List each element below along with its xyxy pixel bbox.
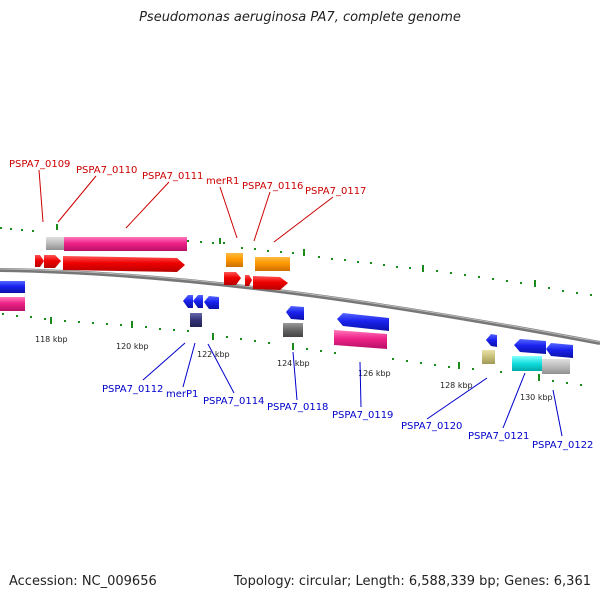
accession-label: Accession: NC_009656 [9, 574, 157, 589]
scale-label: 128 kbp [440, 381, 473, 390]
gene-box-darkgray[interactable] [283, 323, 303, 337]
bottom-leader-lines [142, 342, 563, 437]
gene-arrow-blue[interactable] [486, 334, 497, 347]
gene-label[interactable]: PSPA7_0116 [242, 181, 303, 192]
gene-arrow-blue[interactable] [204, 296, 219, 309]
gene-box-orange[interactable] [255, 257, 290, 271]
gene-label[interactable]: merR1 [206, 176, 239, 187]
gene-label[interactable]: PSPA7_0109 [9, 159, 70, 170]
gene-arrow-blue[interactable] [337, 313, 389, 331]
scale-label: 118 kbp [35, 335, 68, 344]
gene-label[interactable]: PSPA7_0118 [267, 402, 328, 413]
gene-arrow-blue[interactable] [0, 281, 25, 293]
gene-label[interactable]: merP1 [166, 389, 198, 400]
gene-box-pink[interactable] [64, 237, 187, 251]
gene-box-orange[interactable] [226, 253, 243, 267]
gene-label[interactable]: PSPA7_0121 [468, 431, 529, 442]
gene-arrow-red[interactable] [44, 255, 61, 268]
gene-box-pink[interactable] [0, 297, 25, 311]
gene-arrow-blue[interactable] [514, 339, 546, 354]
gene-box-khaki[interactable] [482, 350, 495, 364]
top-leader-lines [38, 169, 334, 243]
gene-arrow-red[interactable] [253, 276, 288, 290]
gene-label[interactable]: PSPA7_0117 [305, 186, 366, 197]
topology-label: Topology: circular; Length: 6,588,339 bp… [233, 574, 591, 589]
scale-label: 126 kbp [358, 369, 391, 378]
gene-arrow-red[interactable] [245, 275, 252, 286]
gene-arrow-red[interactable] [35, 255, 44, 267]
gene-label[interactable]: PSPA7_0111 [142, 171, 203, 182]
gene-arrow-red[interactable] [63, 256, 185, 272]
gene-box-pink[interactable] [334, 330, 387, 349]
page-title: Pseudomonas aeruginosa PA7, complete gen… [139, 10, 461, 25]
gene-arrow-blue[interactable] [286, 306, 304, 320]
gene-box-cyan[interactable] [512, 356, 542, 371]
gene-label[interactable]: PSPA7_0119 [332, 410, 393, 421]
gene-box-gray[interactable] [46, 237, 64, 250]
gene-label[interactable]: PSPA7_0110 [76, 165, 137, 176]
top-tick-track [0, 224, 592, 296]
scale-label: 130 kbp [520, 393, 553, 402]
gene-arrow-blue[interactable] [183, 295, 193, 308]
gene-box-gray[interactable] [542, 359, 570, 374]
gene-box-navy[interactable] [190, 313, 202, 327]
gene-arrow-blue[interactable] [193, 295, 203, 308]
gene-label[interactable]: PSPA7_0114 [203, 396, 264, 407]
bottom-tick-track [2, 313, 582, 386]
gene-arrow-red[interactable] [224, 272, 241, 285]
scale-label: 120 kbp [116, 342, 149, 351]
gene-label[interactable]: PSPA7_0120 [401, 421, 462, 432]
gene-arrow-blue[interactable] [546, 343, 573, 358]
gene-label[interactable]: PSPA7_0122 [532, 440, 593, 451]
scale-label: 124 kbp [277, 359, 310, 368]
gene-label[interactable]: PSPA7_0112 [102, 384, 163, 395]
